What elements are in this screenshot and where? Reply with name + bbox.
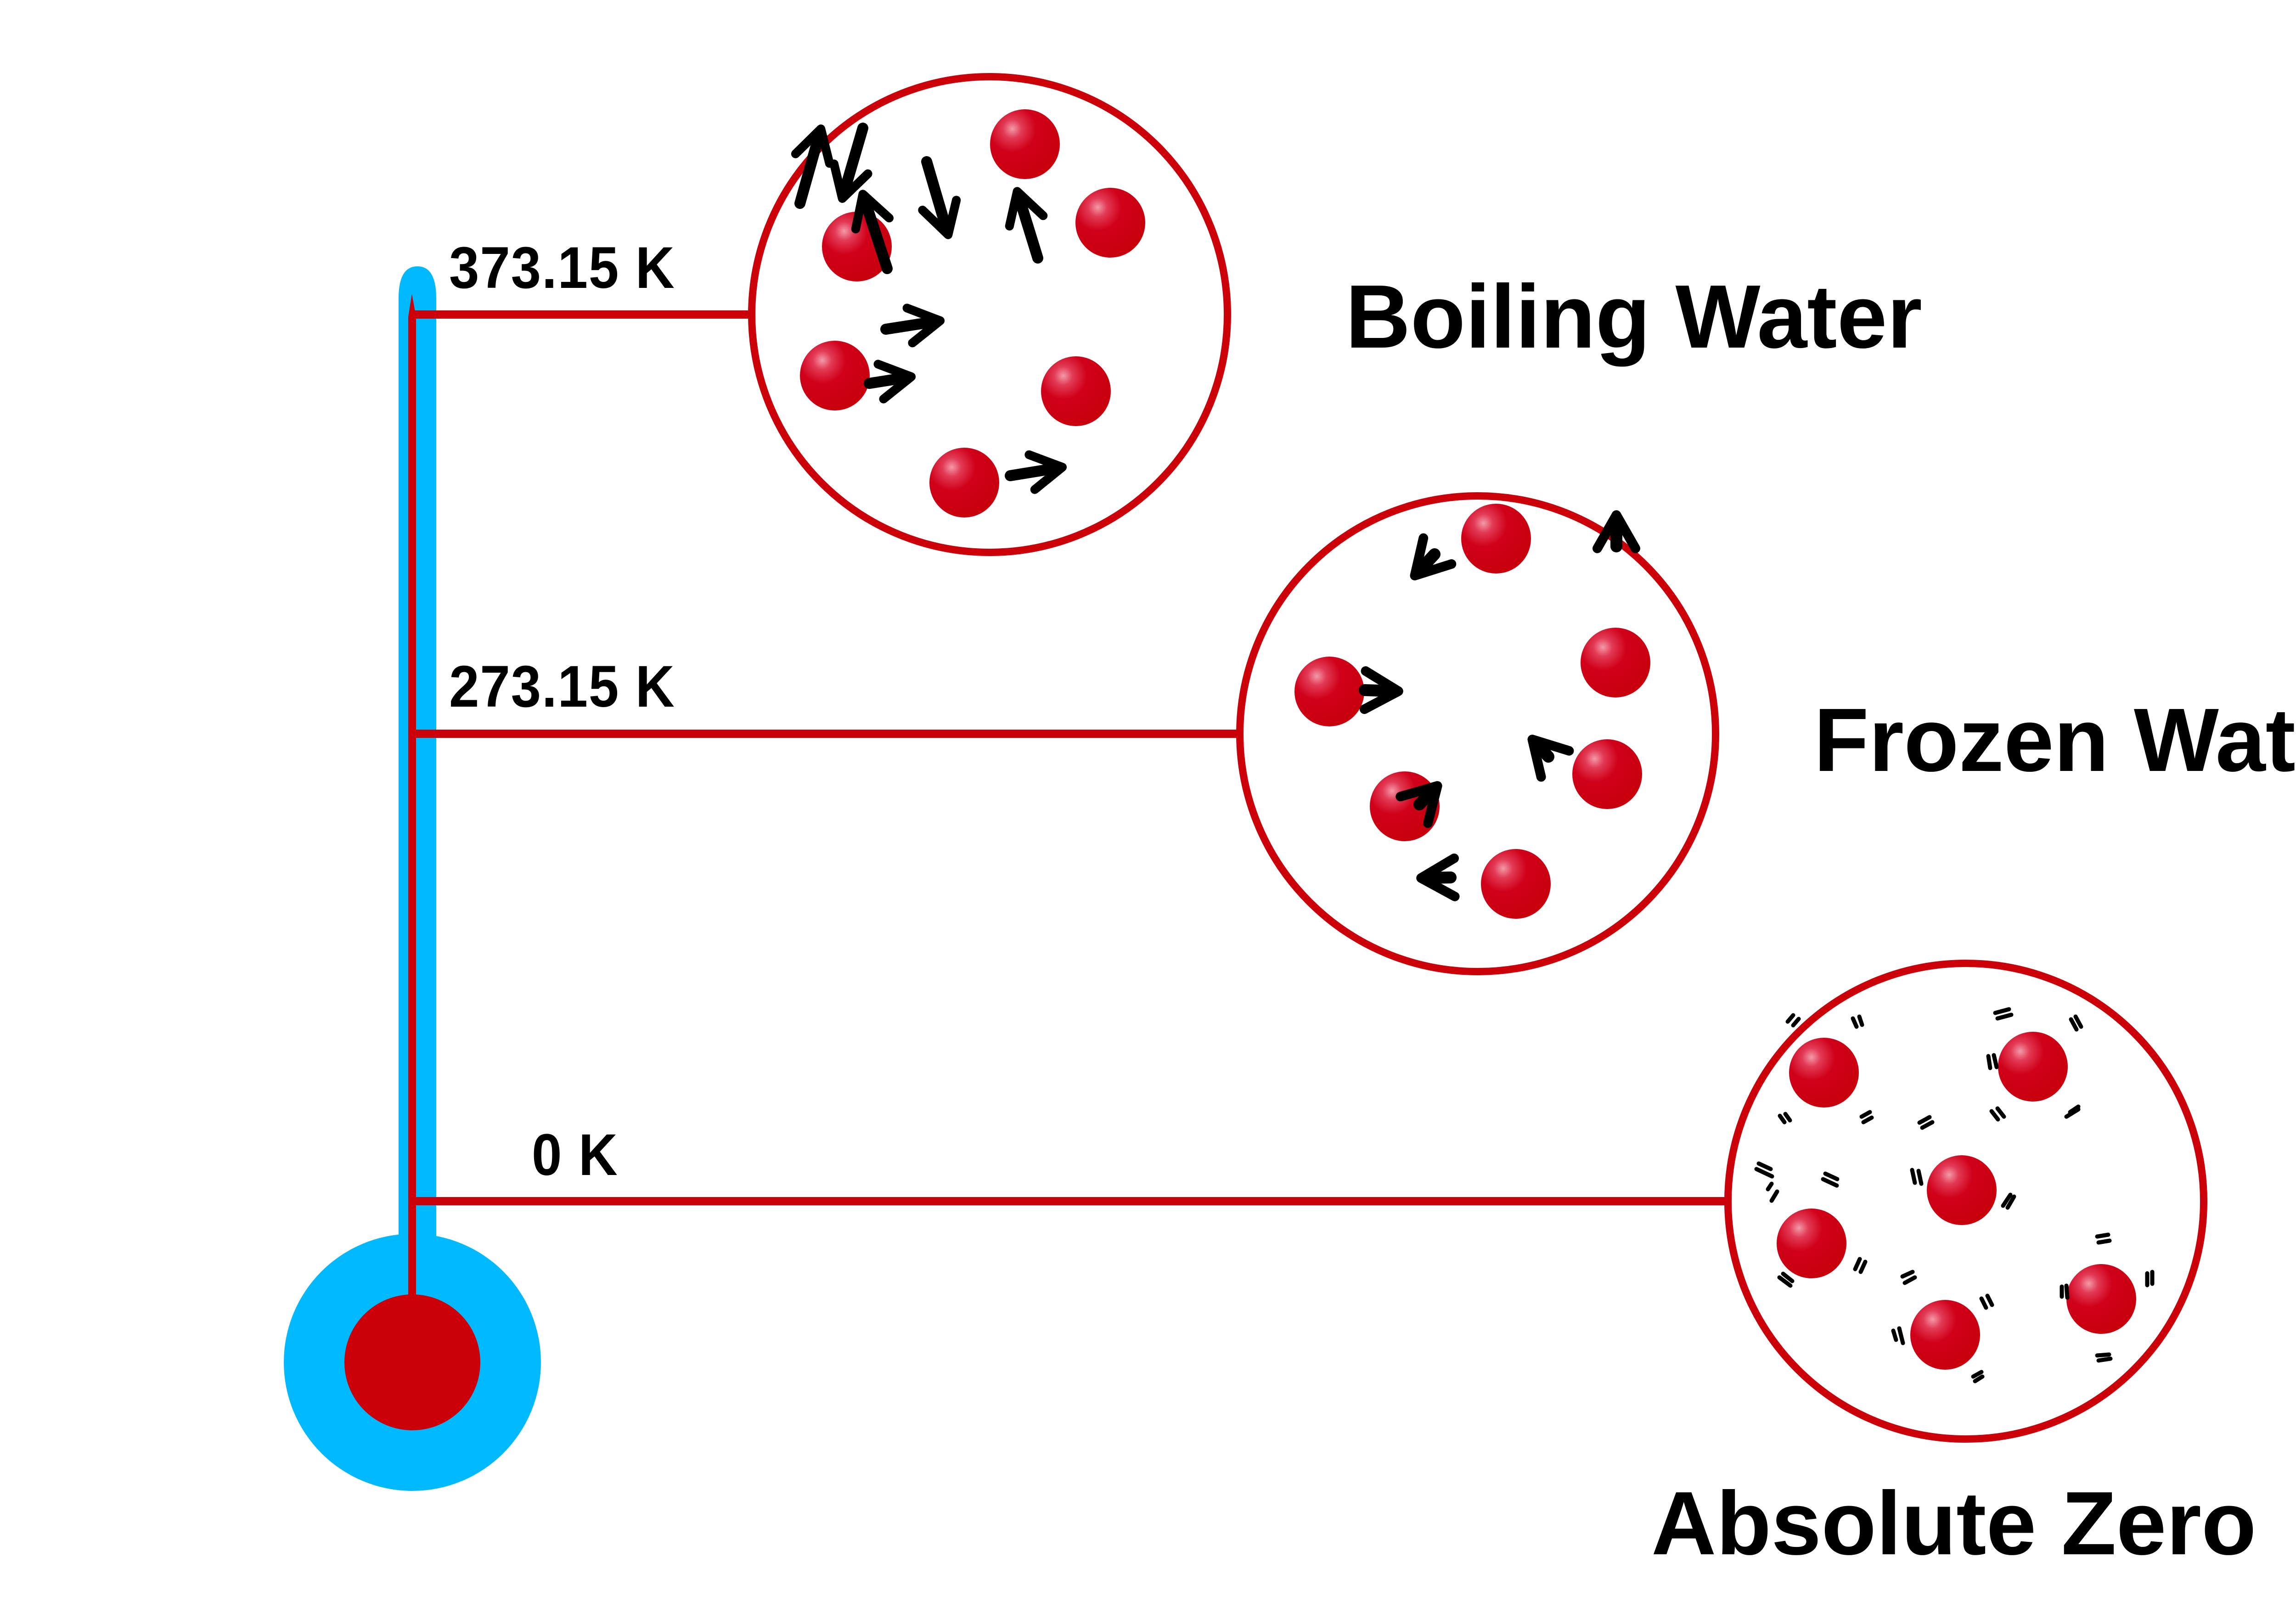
arrow-icon xyxy=(1005,450,1067,494)
connector-line-absolute-zero xyxy=(412,1197,1726,1205)
arrow-icon xyxy=(1359,666,1403,714)
connector-line-boiling xyxy=(412,310,748,319)
vibration-marks xyxy=(1754,1007,2155,1383)
arrow-icon xyxy=(918,156,961,239)
boiling-water-circle xyxy=(748,73,1231,556)
arrow-icon xyxy=(851,190,894,274)
arrow-icon xyxy=(864,360,916,404)
arrow-icon xyxy=(1396,781,1442,828)
arrow-icon xyxy=(880,304,945,348)
temperature-label-boiling: 373.15 K xyxy=(449,235,675,301)
frozen-water-circle xyxy=(1236,492,1719,975)
arrow-icon xyxy=(791,124,834,209)
arrow-icon xyxy=(1527,734,1574,782)
absolute-zero-circle xyxy=(1724,960,2207,1443)
thermometer xyxy=(284,266,541,1491)
motion-arrows xyxy=(791,123,1067,494)
arrow-icon xyxy=(1005,187,1048,264)
arrow-icon xyxy=(1410,533,1457,581)
temperature-label-absolute-zero: 0 K xyxy=(532,1122,619,1188)
arrow-icon xyxy=(1416,853,1460,901)
thermometer-tube xyxy=(399,266,436,1249)
connector-line-frozen xyxy=(412,730,1237,738)
motion-arrows xyxy=(1359,510,1640,901)
thermometer-bulb-mercury xyxy=(344,1294,480,1430)
temperature-label-frozen: 273.15 K xyxy=(449,654,675,720)
molecules xyxy=(1777,1032,2136,1370)
molecules xyxy=(800,109,1145,517)
connector-lines xyxy=(412,310,1726,1205)
arrow-icon xyxy=(829,123,872,203)
mercury-column xyxy=(408,294,416,1299)
state-label-boiling-water: Boiling Water xyxy=(1345,266,1922,367)
state-label-frozen-water: Frozen Water xyxy=(1814,690,2296,790)
state-label-absolute-zero: Absolute Zero xyxy=(1651,1473,2257,1574)
